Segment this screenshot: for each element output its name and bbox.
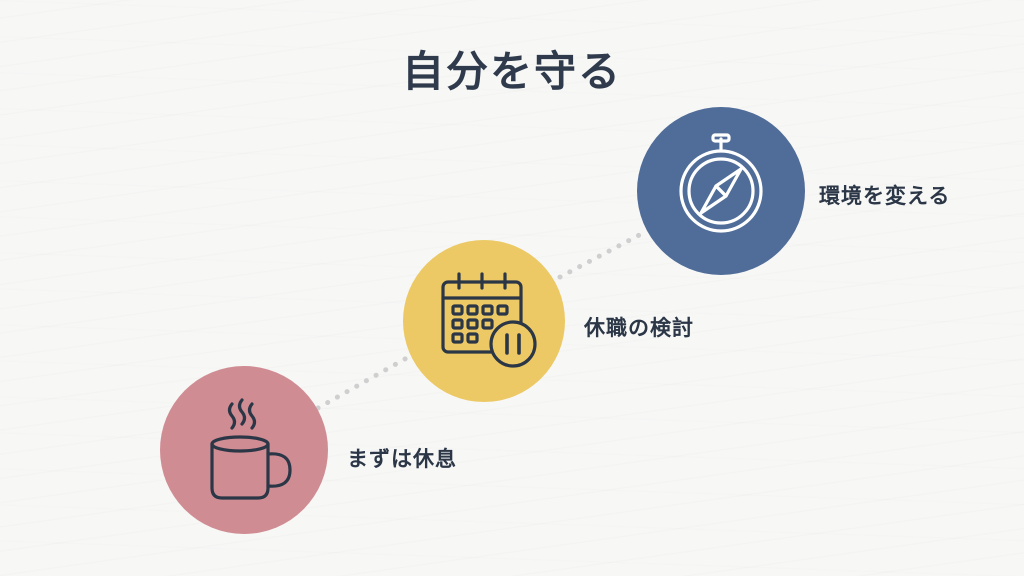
compass-icon — [679, 133, 763, 233]
step-rest-label: まずは休息 — [347, 447, 457, 471]
step-change-label: 環境を変える — [819, 184, 951, 208]
step-leave-circle — [403, 240, 565, 402]
step-rest-circle — [160, 366, 328, 534]
step-leave-label: 休職の検討 — [584, 316, 694, 340]
coffee-mug-icon — [210, 398, 292, 500]
calendar-pause-icon — [441, 272, 537, 368]
page-title: 自分を守る — [401, 47, 622, 96]
step-change-circle — [637, 107, 805, 275]
